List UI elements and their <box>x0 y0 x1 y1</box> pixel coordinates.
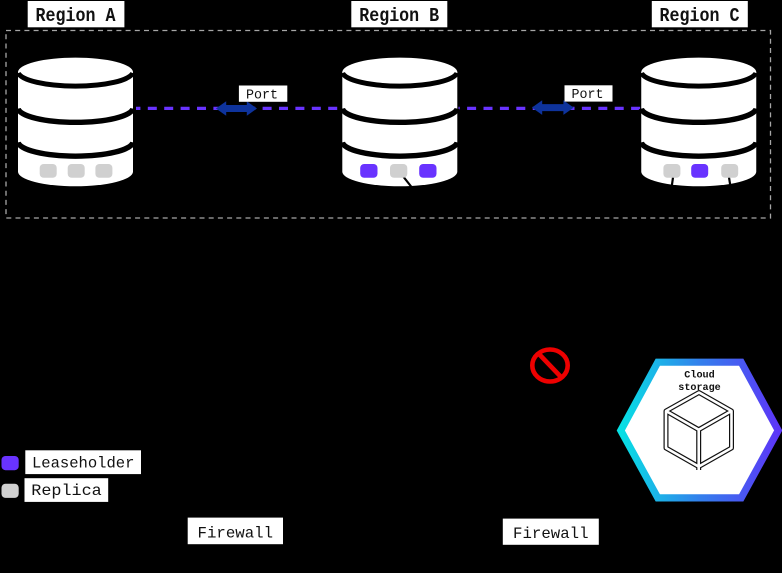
svg-text:Leaseholder: Leaseholder <box>32 454 135 472</box>
svg-text:Region A: Region A <box>36 5 117 27</box>
svg-text:Firewall: Firewall <box>513 525 589 543</box>
svg-text:Region C: Region C <box>660 5 740 27</box>
svg-text:Cloud: Cloud <box>684 370 715 382</box>
svg-text:storage: storage <box>678 382 721 394</box>
svg-text:Replica: Replica <box>31 482 102 500</box>
svg-text:Port: Port <box>572 88 604 103</box>
svg-text:Firewall: Firewall <box>198 524 274 542</box>
svg-text:Region B: Region B <box>359 5 439 27</box>
svg-text:Port: Port <box>246 88 278 103</box>
